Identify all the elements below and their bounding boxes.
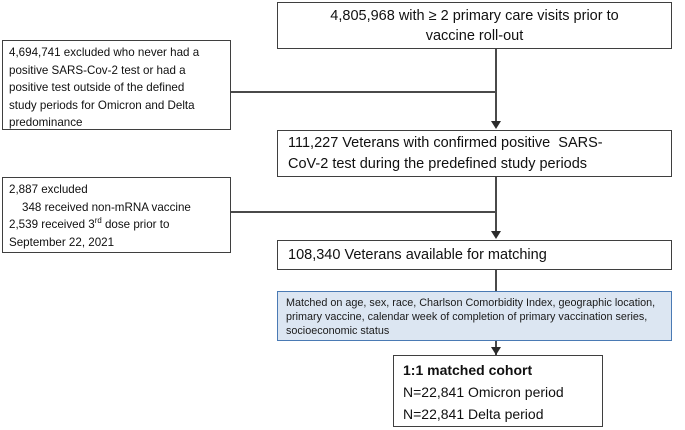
- exclusion-2-line-3-pre: 2,539 received 3: [9, 218, 95, 231]
- connector-confirmed-to-available: [495, 177, 497, 233]
- available-for-matching-box: 108,340 Veterans available for matching: [277, 240, 672, 270]
- exclusion-2-ordinal-suffix: rd: [94, 216, 102, 226]
- final-matched-cohort-delta: N=22,841 Delta period: [403, 406, 544, 422]
- matching-criteria-line-2: primary vaccine, calendar week of comple…: [286, 311, 648, 323]
- source-population-box: 4,805,968 with ≥ 2 primary care visits p…: [277, 2, 672, 49]
- arrowhead-confirmed-to-available: [491, 231, 501, 239]
- exclusion-2-line-4: September 22, 2021: [9, 235, 115, 249]
- confirmed-positive-line-1: 111,227 Veterans with confirmed positive…: [288, 134, 603, 151]
- connector-available-to-criteria: [495, 270, 497, 292]
- connector-to-exclusion-2: [192, 211, 496, 213]
- matching-criteria-line-3: socioeconomic status: [286, 325, 390, 337]
- matching-criteria-box: Matched on age, sex, race, Charlson Como…: [277, 291, 672, 341]
- exclusion-2-line-3-post: dose prior to: [101, 218, 170, 231]
- final-matched-cohort-box: 1:1 matched cohort N=22,841 Omicron peri…: [393, 355, 603, 427]
- connector-source-to-confirmed: [495, 49, 497, 122]
- exclusion-1-line-3: positive test outside of the defined: [9, 81, 185, 94]
- exclusion-1-line-1: 4,694,741 excluded who never had a: [9, 46, 200, 59]
- final-matched-cohort-heading: 1:1 matched cohort: [403, 362, 533, 378]
- matching-criteria-line-1: Matched on age, sex, race, Charlson Como…: [286, 297, 656, 309]
- arrowhead-criteria-to-cohort: [491, 347, 501, 355]
- confirmed-positive-line-2: CoV-2 test during the predefined study p…: [288, 155, 588, 172]
- source-population-line-2: vaccine roll-out: [425, 27, 524, 44]
- available-for-matching-line-1: 108,340 Veterans available for matching: [288, 246, 547, 263]
- exclusion-box-vaccine-criteria: 2,887 excluded 348 received non-mRNA vac…: [2, 177, 231, 253]
- final-matched-cohort-omicron: N=22,841 Omicron period: [403, 384, 564, 400]
- confirmed-positive-box: 111,227 Veterans with confirmed positive…: [277, 130, 672, 177]
- exclusion-1-line-4: study periods for Omicron and Delta: [9, 98, 195, 112]
- arrowhead-source-to-confirmed: [491, 121, 501, 129]
- exclusion-1-line-5: predominance: [9, 116, 83, 129]
- exclusion-1-line-2: positive SARS-Cov-2 test or had a: [9, 63, 186, 77]
- exclusion-2-line-1: 2,887 excluded: [9, 183, 88, 196]
- source-population-line-1: 4,805,968 with ≥ 2 primary care visits p…: [330, 7, 619, 24]
- exclusion-2-line-2: 348 received non-mRNA vaccine: [22, 200, 191, 214]
- connector-to-exclusion-1: [192, 91, 496, 93]
- exclusion-2-line-3: 2,539 received 3rd dose prior to: [9, 216, 224, 234]
- exclusion-box-no-positive-test: 4,694,741 excluded who never had a posit…: [2, 40, 231, 130]
